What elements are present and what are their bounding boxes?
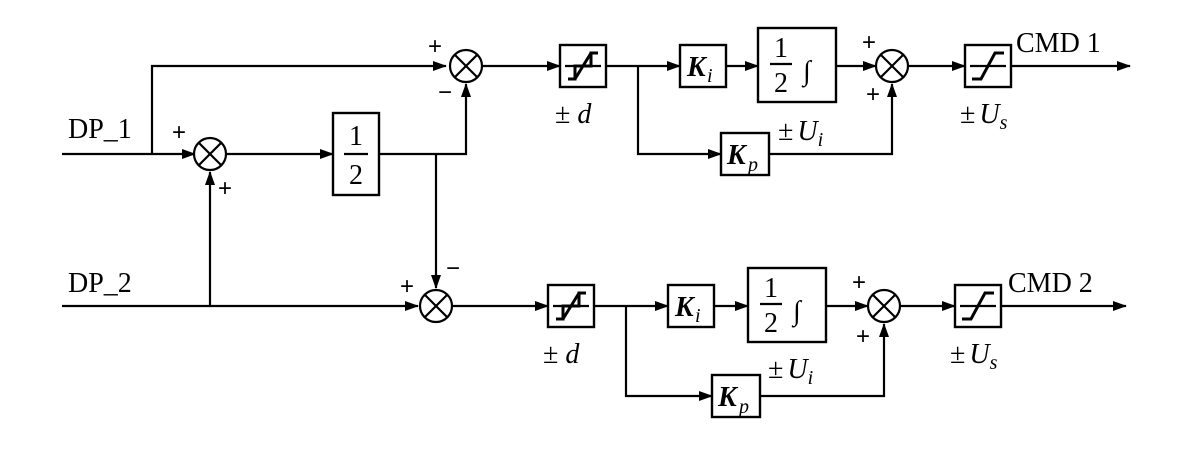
integrator-block: 1 2 ∫: [756, 26, 838, 104]
svg-text:∫: ∫: [791, 296, 803, 328]
svg-text:K: K: [674, 292, 696, 323]
sum-junction-channel-1: [448, 48, 484, 84]
sign-plus: +: [400, 273, 414, 300]
kp-gain-block: K p: [719, 131, 771, 177]
svg-text:2: 2: [764, 308, 778, 339]
sign-plus: +: [218, 175, 232, 202]
svg-text:1: 1: [764, 273, 778, 304]
sum-junction-pi-2: [866, 288, 902, 324]
input-stage: DP_1 DP_2 + + 1 2: [62, 61, 471, 311]
svg-text:p: p: [737, 396, 749, 418]
half-gain-block: 1 2: [331, 111, 381, 197]
cmd1-label: CMD 1: [1016, 28, 1101, 59]
integrator-limit-label: ±Ui: [778, 116, 823, 151]
sign-plus: +: [172, 119, 186, 146]
kp-gain-block: K p: [710, 373, 762, 419]
sign-plus: +: [428, 33, 442, 60]
dead-zone-block: [558, 43, 608, 89]
integrator-limit-label: ±Ui: [768, 354, 813, 389]
svg-text:1: 1: [349, 121, 363, 152]
sum-junction-pi-1: [874, 48, 910, 84]
svg-text:2: 2: [349, 160, 363, 191]
dp1-branch-wire: [150, 61, 447, 154]
sign-plus: +: [866, 81, 880, 108]
dp1-label: DP_1: [68, 114, 132, 145]
sum-junction-input: [192, 136, 228, 172]
ki-gain-block: K i: [666, 283, 716, 329]
ki-gain-block: K i: [678, 43, 728, 89]
sign-plus: +: [852, 269, 866, 296]
saturation-limit-label: ±Us: [960, 99, 1008, 134]
svg-text:K: K: [717, 382, 739, 413]
kp-to-sum-wire: [760, 323, 889, 398]
dead-zone-limit-label: ± d: [543, 339, 580, 370]
saturation-block: [953, 283, 1003, 329]
integrator-block: 1 2 ∫: [746, 266, 828, 344]
saturation-limit-label: ±Us: [950, 339, 998, 374]
sign-minus: −: [438, 79, 452, 106]
kp-branch-wire: [636, 66, 722, 159]
dp2-label: DP_2: [68, 268, 132, 299]
svg-text:i: i: [707, 65, 713, 87]
sign-minus: −: [446, 255, 460, 282]
channel-1: + − ± d K i 1 2 ∫ ±Ui: [428, 26, 1131, 177]
sign-plus: +: [856, 323, 870, 350]
channel-2: + − ± d K i 1 2 ∫ ±Ui: [400, 255, 1127, 419]
half-to-top-sum-wire: [379, 83, 471, 156]
svg-text:1: 1: [774, 33, 788, 64]
sign-plus: +: [862, 29, 876, 56]
cmd2-label: CMD 2: [1008, 268, 1093, 299]
dead-zone-block: [546, 283, 596, 329]
kp-branch-wire: [624, 306, 713, 401]
svg-text:∫: ∫: [801, 56, 813, 88]
kp-to-sum-wire: [769, 83, 897, 156]
sum-junction-channel-2: [418, 288, 454, 324]
dead-zone-limit-label: ± d: [555, 99, 592, 130]
svg-text:K: K: [726, 140, 748, 171]
svg-text:2: 2: [774, 68, 788, 99]
svg-text:p: p: [746, 154, 758, 176]
svg-text:K: K: [686, 52, 708, 83]
saturation-block: [963, 43, 1013, 89]
svg-text:i: i: [695, 305, 701, 327]
